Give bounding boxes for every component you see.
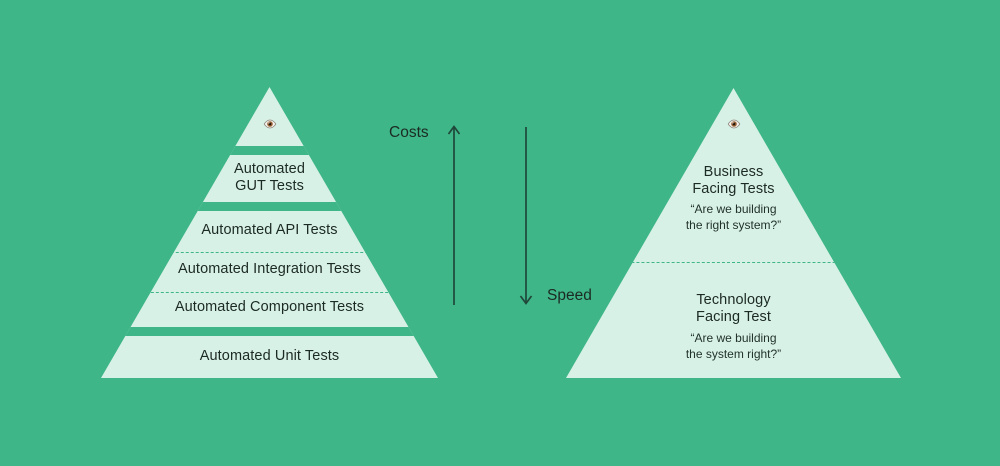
speed-label: Speed bbox=[547, 287, 592, 304]
layer-label-line: GUT Tests bbox=[235, 178, 304, 194]
title-line: Facing Test bbox=[696, 309, 771, 325]
segment-gap bbox=[101, 327, 438, 336]
costs-label: Costs bbox=[389, 124, 429, 141]
quote-line: the right system?” bbox=[685, 217, 782, 232]
technology-facing-test-title: Technology Facing Test bbox=[566, 292, 901, 326]
eye-icon bbox=[727, 119, 741, 129]
title-line: Technology bbox=[696, 292, 771, 308]
quote-line: the system right?” bbox=[685, 346, 782, 361]
costs-speed-arrows bbox=[447, 125, 533, 305]
layer-unit-tests: Automated Unit Tests bbox=[199, 348, 340, 364]
business-facing-quote: “Are we building the right system?” bbox=[566, 202, 901, 233]
dashed-separator bbox=[101, 292, 438, 293]
dashed-separator bbox=[566, 262, 901, 263]
title-line: Business bbox=[703, 164, 764, 180]
quote-line: “Are we building bbox=[690, 202, 777, 216]
segment-gap bbox=[101, 146, 438, 155]
technology-facing-quote: “Are we building the system right?” bbox=[566, 331, 901, 362]
layer-component-tests: Automated Component Tests bbox=[174, 299, 365, 315]
quote-line: “Are we building bbox=[690, 331, 777, 345]
business-technology-pyramid: Business Facing Tests “Are we building t… bbox=[566, 88, 901, 378]
layer-gut-tests: Automated GUT Tests bbox=[101, 161, 438, 195]
business-facing-tests-title: Business Facing Tests bbox=[566, 164, 901, 198]
automation-test-pyramid: Automated GUT Tests Automated API Tests … bbox=[101, 87, 438, 378]
layer-label-line: Automated bbox=[233, 161, 306, 177]
layer-integration-tests: Automated Integration Tests bbox=[178, 261, 361, 277]
title-line: Facing Tests bbox=[692, 181, 775, 197]
eye-icon bbox=[263, 119, 277, 129]
down-arrow-head bbox=[519, 295, 533, 305]
segment-gap bbox=[101, 202, 438, 211]
dashed-separator bbox=[101, 252, 438, 253]
layer-api-tests: Automated API Tests bbox=[201, 222, 338, 238]
up-arrow-head bbox=[447, 125, 461, 135]
